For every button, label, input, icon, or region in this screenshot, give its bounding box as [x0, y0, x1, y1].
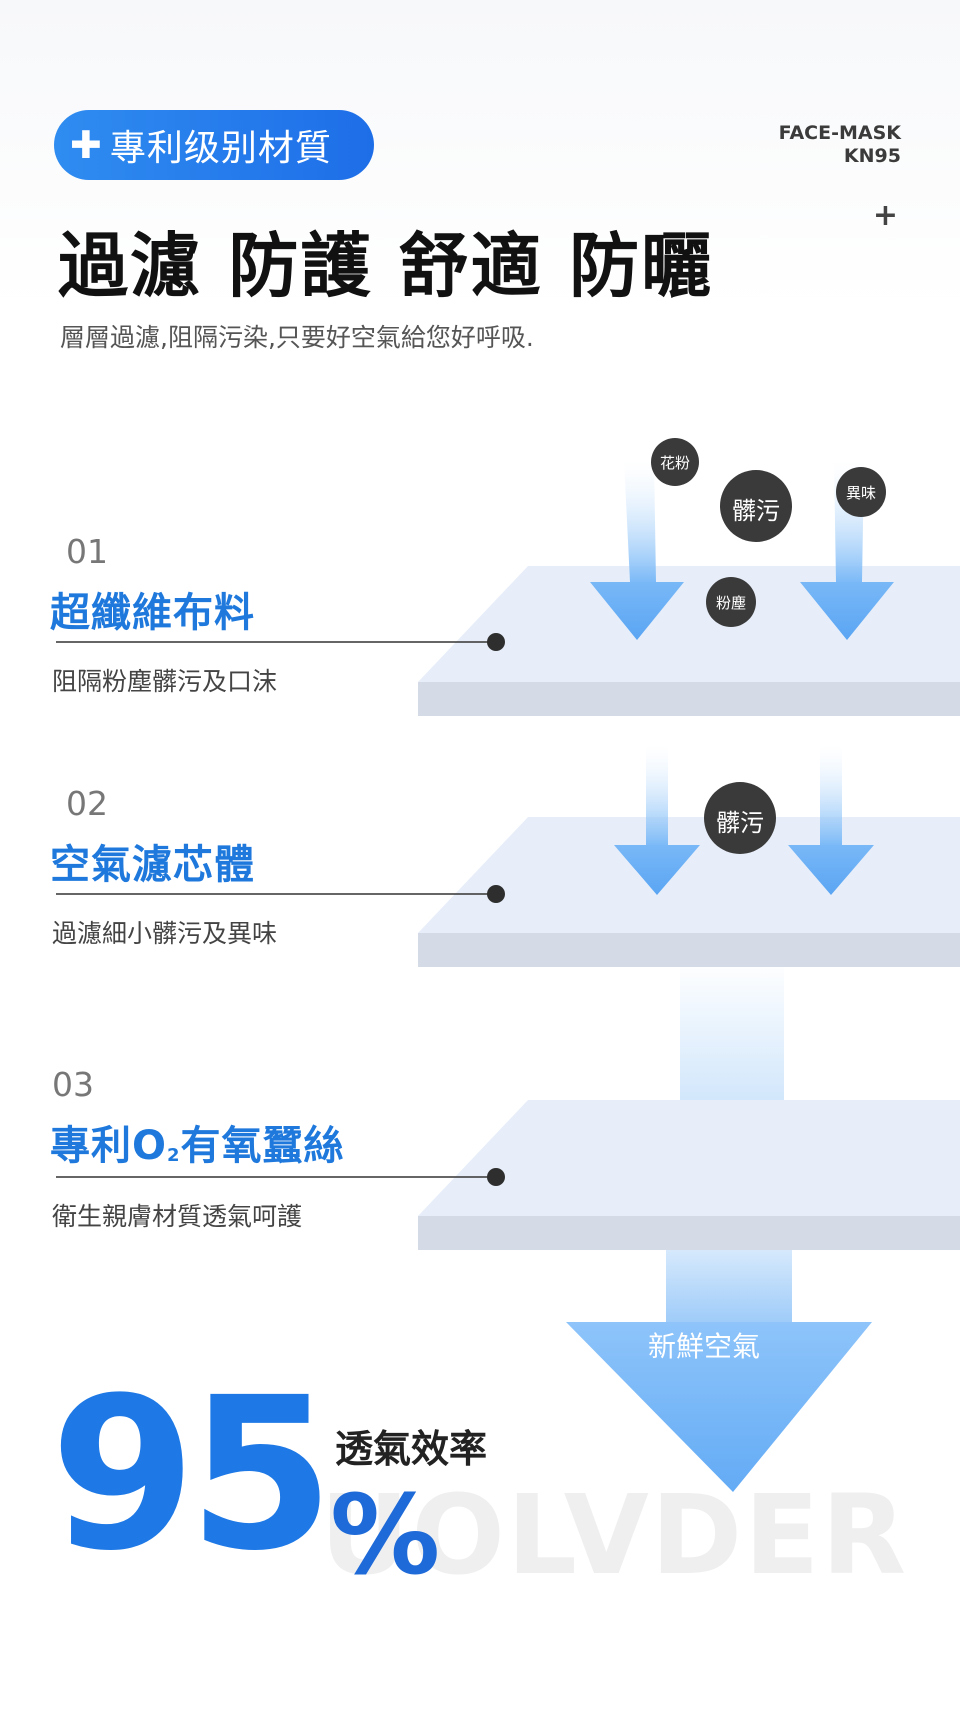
particle-dirt-label: 髒污 — [716, 809, 764, 837]
brand-line1: FACE-MASK — [778, 122, 901, 144]
layer-slab-3 — [418, 1100, 960, 1250]
brand-line2: KN95 — [843, 145, 901, 167]
leader-line-2 — [56, 885, 505, 903]
plus-icon: ✚ — [70, 123, 102, 167]
fresh-air-label: 新鮮空氣 — [648, 1330, 761, 1363]
layer-title: 超纖維布料 — [50, 590, 255, 636]
plus-icon: + — [872, 198, 898, 233]
layer-number: 01 — [66, 532, 108, 571]
efficiency-label: 透氣效率 — [335, 1427, 488, 1471]
badge-label: 專利级别材質 — [109, 128, 332, 169]
layer-title-subscript: 2 — [167, 1145, 181, 1166]
layer-number: 03 — [52, 1065, 94, 1104]
particle-pollen-label: 花粉 — [659, 454, 690, 472]
layer-title: 空氣濾芯體 — [50, 842, 255, 888]
page-title: 過濾 防護 舒適 防曬 — [58, 225, 714, 307]
efficiency-value: 95 — [50, 1352, 334, 1597]
particle-dust-label: 粉塵 — [715, 594, 746, 612]
brand-label: FACE-MASK KN95 — [779, 122, 901, 168]
layer-title-prefix: 專利O — [50, 1123, 168, 1169]
arrow-down-icon — [614, 745, 700, 895]
watermark: UOLVDER — [320, 1471, 909, 1599]
leader-line-1 — [56, 633, 505, 651]
particle-odor — [836, 467, 886, 517]
particle-odor-label: 異味 — [845, 484, 876, 502]
layer-description: 阻隔粉塵髒污及口沫 — [52, 667, 278, 696]
particle-dirt-label: 髒污 — [732, 497, 780, 525]
particle-pollen — [651, 438, 699, 486]
percent-sign: % — [330, 1471, 441, 1599]
layer-title: 專利O2有氧蠶絲 — [50, 1113, 345, 1171]
arrow-down-icon — [788, 745, 874, 895]
particle-dirt — [704, 782, 776, 854]
layer-description: 衛生親膚材質透氣呵護 — [52, 1202, 303, 1231]
particle-dirt — [720, 470, 792, 542]
fresh-air-arrow — [566, 1250, 872, 1492]
airflow-beam — [680, 960, 784, 1110]
particle-dust — [706, 577, 756, 627]
layer-number: 02 — [66, 784, 108, 823]
subtitle: 層層過濾,阻隔污染,只要好空氣給您好呼吸. — [60, 323, 534, 352]
layer-description: 過濾細小髒污及異味 — [52, 919, 278, 948]
leader-line-3 — [56, 1168, 505, 1186]
badge: ✚ 專利级别材質 — [54, 110, 374, 180]
layer-title-suffix: 有氧蠶絲 — [180, 1123, 345, 1169]
arrow-down-icon — [590, 460, 684, 640]
